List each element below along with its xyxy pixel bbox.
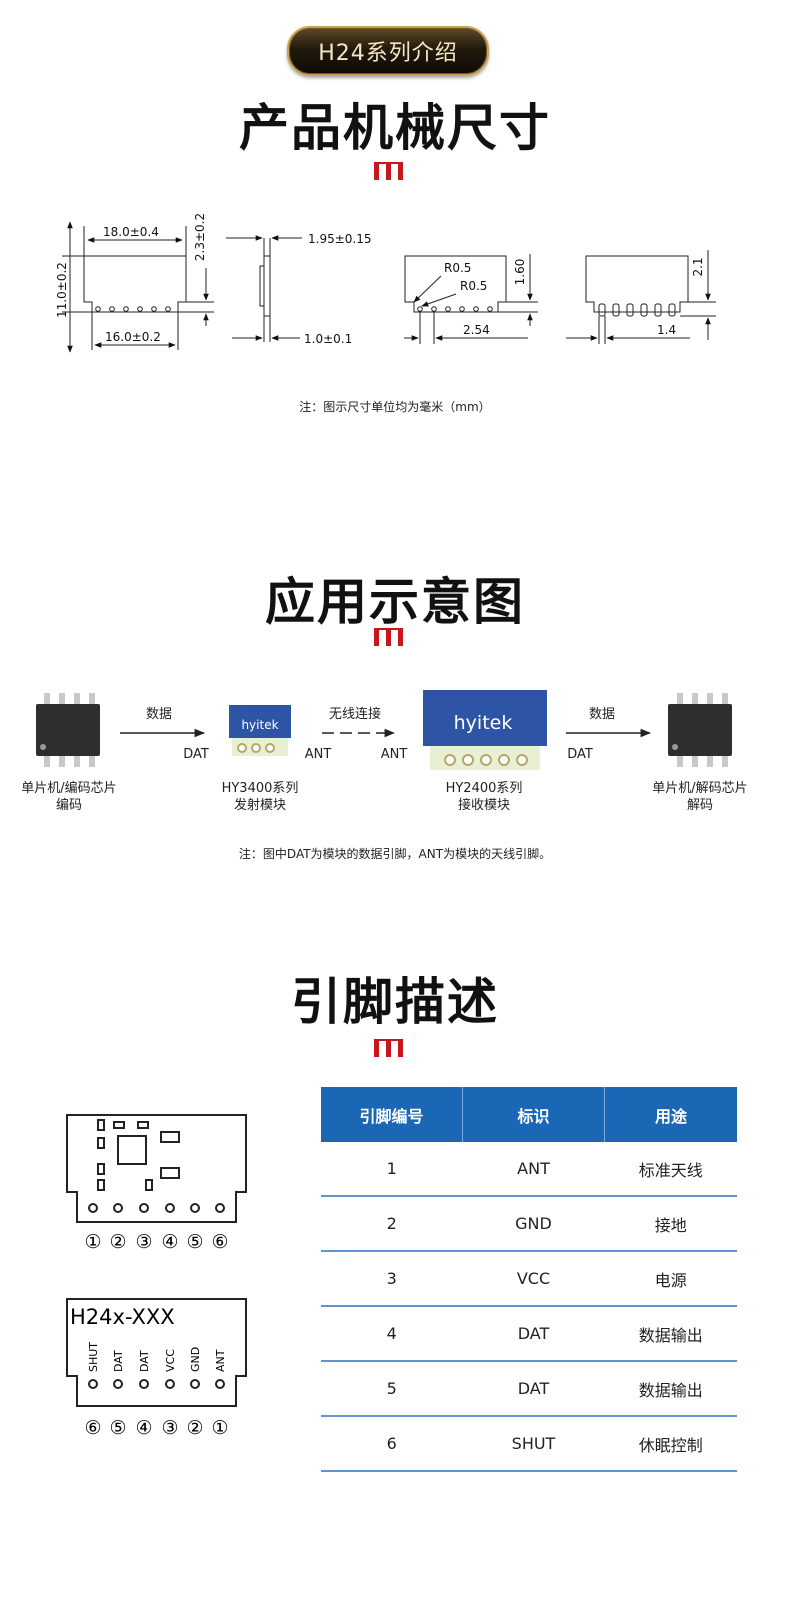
pin-purpose: 标准天线 bbox=[604, 1142, 737, 1197]
pin-label: GND bbox=[189, 1347, 202, 1372]
section-marker-icon bbox=[374, 628, 403, 646]
pin-number: 2 bbox=[321, 1196, 463, 1252]
series-badge-label: H24系列介绍 bbox=[318, 41, 458, 66]
pin-table: 引脚编号 标识 用途 1 ANT 标准天线 2 GND 接地 3 VCC 电源 … bbox=[321, 1087, 737, 1472]
module-model: H24x-XXX bbox=[70, 1305, 175, 1329]
rx-module-name1: HY2400系列 bbox=[446, 781, 523, 796]
pitch-view bbox=[404, 254, 538, 344]
series-badge: H24系列介绍 bbox=[287, 26, 489, 76]
pin-number: 1 bbox=[321, 1142, 463, 1197]
header-pin-id: 标识 bbox=[462, 1087, 605, 1142]
top-pin-number: ⑤ bbox=[186, 1231, 203, 1253]
bottom-pin-number: ⑥ bbox=[84, 1417, 101, 1439]
pin-number: 5 bbox=[321, 1361, 463, 1417]
top-pin-number: ② bbox=[109, 1231, 126, 1253]
top-pin-number: ③ bbox=[135, 1231, 152, 1253]
mechanical-note: 注：图示尺寸单位均为毫米（mm） bbox=[299, 400, 491, 414]
chip-left-line2: 编码 bbox=[56, 798, 82, 813]
pin-id: ANT bbox=[462, 1142, 605, 1197]
rx-module-brand: hyitek bbox=[454, 712, 513, 734]
section-marker-icon bbox=[374, 1039, 403, 1057]
chip-right-line2: 解码 bbox=[687, 798, 713, 813]
dim-thickness: 1.95±0.15 bbox=[308, 232, 372, 246]
header-pin-number: 引脚编号 bbox=[321, 1087, 463, 1142]
dim-pin-thickness: 1.0±0.1 bbox=[304, 332, 352, 346]
bottom-pin-number: ④ bbox=[135, 1417, 152, 1439]
pin-table-header: 引脚编号 标识 用途 bbox=[321, 1087, 737, 1142]
pin-purpose: 数据输出 bbox=[604, 1306, 737, 1362]
decoder-chip-icon bbox=[668, 693, 732, 767]
pin-purpose: 休眠控制 bbox=[604, 1416, 737, 1472]
pin-id: DAT bbox=[462, 1361, 605, 1417]
dim-pin-span: 16.0±0.2 bbox=[105, 330, 161, 344]
rx-module-name2: 接收模块 bbox=[458, 797, 510, 813]
pin-label: DAT bbox=[138, 1350, 151, 1372]
table-row: 4 DAT 数据输出 bbox=[321, 1306, 737, 1362]
module-bottom-drawing: H24x-XXX SHUT DAT DAT VCC GND ANT ⑥ ⑤ ④ … bbox=[66, 1298, 247, 1439]
top-pin-number: ④ bbox=[161, 1231, 178, 1253]
pin-purpose: 数据输出 bbox=[604, 1361, 737, 1417]
pin-id: VCC bbox=[462, 1251, 605, 1307]
top-pin-number: ⑥ bbox=[211, 1231, 228, 1253]
pins-title: 引脚描述 bbox=[291, 973, 499, 1031]
dim-slot-spacing: 1.4 bbox=[657, 323, 676, 337]
tx-module-name1: HY3400系列 bbox=[222, 781, 299, 796]
section-marker-icon bbox=[374, 162, 403, 180]
table-row: 6 SHUT 休眠控制 bbox=[321, 1416, 737, 1472]
pin-id: SHUT bbox=[462, 1416, 605, 1472]
top-pin-number: ① bbox=[84, 1231, 101, 1253]
pin-label: DAT bbox=[112, 1350, 125, 1372]
application-diagram: hyitek hyitek 数据 DAT ANT 无线连接 ANT 数据 DAT… bbox=[21, 690, 748, 813]
wireless-label: 无线连接 bbox=[329, 706, 381, 722]
encoder-chip-icon bbox=[36, 693, 100, 767]
mechanical-title: 产品机械尺寸 bbox=[239, 99, 551, 157]
mechanical-drawing: 18.0±0.4 11.0±0.2 16.0±0.2 2.3±0.2 1.95±… bbox=[55, 213, 716, 353]
arrow-left-label: 数据 bbox=[146, 707, 172, 722]
pin-number: 6 bbox=[321, 1416, 463, 1472]
bottom-pin-number: ⑤ bbox=[109, 1417, 126, 1439]
side-view bbox=[226, 235, 302, 342]
tx-ant-port: ANT bbox=[305, 747, 332, 762]
dim-notch-height: 1.60 bbox=[513, 259, 527, 286]
dim-radius-1: R0.5 bbox=[444, 261, 471, 275]
front-view bbox=[62, 221, 214, 353]
pin-id: GND bbox=[462, 1196, 605, 1252]
rx-module-icon bbox=[423, 690, 547, 770]
pin-id: DAT bbox=[462, 1306, 605, 1362]
application-note: 注：图中DAT为模块的数据引脚，ANT为模块的天线引脚。 bbox=[238, 847, 552, 861]
table-row: 2 GND 接地 bbox=[321, 1196, 737, 1252]
table-row: 1 ANT 标准天线 bbox=[321, 1142, 737, 1197]
dim-front-width: 18.0±0.4 bbox=[103, 225, 159, 239]
dim-radius-2: R0.5 bbox=[460, 279, 487, 293]
tx-module-name2: 发射模块 bbox=[234, 797, 286, 813]
bottom-pin-number: ③ bbox=[161, 1417, 178, 1439]
pin-label: SHUT bbox=[87, 1342, 100, 1372]
module-top-drawing: ① ② ③ ④ ⑤ ⑥ bbox=[66, 1114, 247, 1253]
dim-slot-height: 2.1 bbox=[691, 257, 705, 276]
tx-module-brand: hyitek bbox=[241, 718, 278, 732]
dim-pin-length: 2.3±0.2 bbox=[193, 213, 207, 261]
pin-purpose: 电源 bbox=[604, 1251, 737, 1307]
application-title: 应用示意图 bbox=[265, 573, 525, 631]
tx-dat-port: DAT bbox=[183, 747, 209, 762]
pin-number: 3 bbox=[321, 1251, 463, 1307]
dim-front-height: 11.0±0.2 bbox=[55, 262, 69, 318]
rx-ant-port: ANT bbox=[381, 747, 408, 762]
tx-module-icon bbox=[229, 705, 291, 756]
bottom-pin-number: ② bbox=[186, 1417, 203, 1439]
chip-right-line1: 单片机/解码芯片 bbox=[652, 781, 747, 796]
bottom-pin-number: ① bbox=[211, 1417, 228, 1439]
arrow-right-label: 数据 bbox=[589, 707, 615, 722]
pin-label: ANT bbox=[214, 1349, 227, 1372]
pin-purpose: 接地 bbox=[604, 1196, 737, 1252]
dim-pin-pitch: 2.54 bbox=[463, 323, 490, 337]
chip-left-line1: 单片机/编码芯片 bbox=[21, 781, 116, 796]
header-pin-purpose: 用途 bbox=[604, 1087, 737, 1142]
rx-dat-port: DAT bbox=[567, 747, 593, 762]
table-row: 3 VCC 电源 bbox=[321, 1251, 737, 1307]
slot-view bbox=[566, 250, 716, 344]
pin-label: VCC bbox=[164, 1349, 177, 1372]
pin-number: 4 bbox=[321, 1306, 463, 1362]
table-row: 5 DAT 数据输出 bbox=[321, 1361, 737, 1417]
